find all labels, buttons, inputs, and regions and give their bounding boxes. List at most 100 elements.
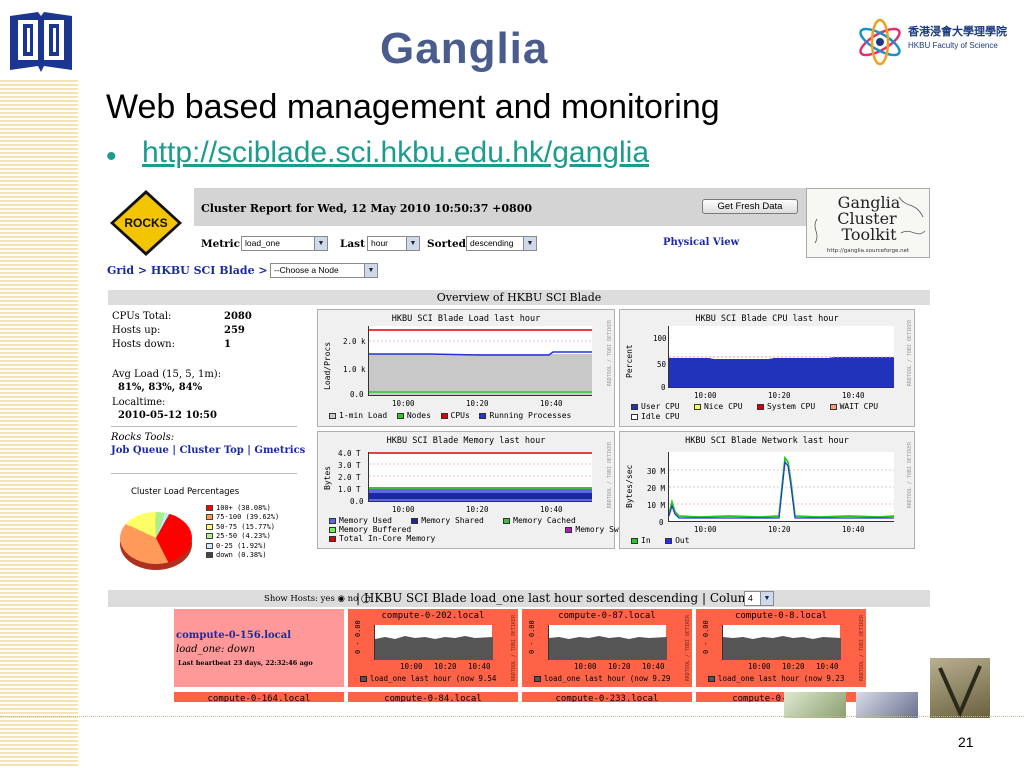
sorted-value: descending [470,238,514,248]
logo-english-text: HKBU Faculty of Science [908,41,998,50]
graph-legend: 1-min Load Nodes CPUs Running Processes [329,411,571,420]
pie-legend-item: 50-75 (15.77%) [206,523,279,532]
ganglia-url-link[interactable]: http://sciblade.sci.hkbu.edu.hk/ganglia [142,136,649,169]
legend-swatch [534,676,541,682]
atom-icon [859,18,901,66]
graph-title: HKBU SCI Blade Network last hour [685,436,849,446]
breadcrumb[interactable]: Grid > HKBU SCI Blade > [107,264,268,277]
rocks-label: ROCKS [124,216,167,230]
y-tick: 1.0 k [343,365,366,374]
y-tick: 0.0 [350,497,364,506]
legend-swatch [206,523,213,530]
graph-ylabel: Bytes [323,465,332,490]
node-graph-card[interactable]: compute-0-8.local 0 - 0.00 10:00 10:20 1… [696,609,866,687]
legend-item: Nice CPU [703,402,743,411]
x-tick: 10:20 [434,662,457,671]
legend-label: 50-75 (15.77%) [216,522,276,531]
node-plot [374,625,493,660]
rrdtool-credit: RRDTOOL / TOBI OETIKER [859,615,865,682]
hosts-up-label: Hosts up: [112,325,161,336]
y-tick: 0 [661,383,666,392]
legend-swatch [665,537,673,544]
legend-swatch [565,526,573,533]
page-number: 21 [958,734,974,750]
legend-label: 100+ (38.08%) [216,504,271,512]
graph-ylabel: Load/Procs [323,341,332,390]
load-graph[interactable]: HKBU SCI Blade Load last hour Load/Procs… [317,309,615,427]
node-down-card[interactable]: compute-0-156.local load_one: down Last … [174,609,344,687]
legend-swatch [631,413,638,420]
y-tick: 0.0 [350,390,364,399]
avg-load-value: 81%, 83%, 84% [118,382,203,393]
node-graph-card[interactable]: compute-0-87.local 0 - 0.00 10:00 10:20 … [522,609,692,687]
show-hosts-toggle[interactable]: Show Hosts: yes ◉ no ◯ [264,594,371,604]
cpus-total-value: 2080 [224,311,252,322]
node-graph-card[interactable]: compute-0-202.local 0 - 0.00 10:00 10:20… [348,609,518,687]
node-ylabel: 0 - 0.00 [702,620,710,654]
node-legend-text: load_one last hour (now 9.29 [544,674,671,683]
node-card-partial[interactable]: compute-0-233.local [522,692,692,702]
legend-swatch [329,412,336,419]
graph-legend: Memory Buffered Memory Swapped [329,525,643,534]
network-graph[interactable]: HKBU SCI Blade Network last hour Bytes/s… [619,431,915,549]
node-legend: load_one last hour (now 9.29 [534,674,670,683]
rrdtool-credit: RRDTOOL / TOBI OETIKER [511,615,517,682]
graph-title: HKBU SCI Blade CPU last hour [695,314,839,324]
x-tick: 10:20 [466,505,489,514]
legend-swatch [829,403,837,410]
cpu-graph[interactable]: HKBU SCI Blade CPU last hour Percent RRD… [619,309,915,427]
graph-legend: Memory Used Memory Shared Memory Cached [329,516,576,525]
svg-text:Ganglia: Ganglia [838,193,901,212]
load-plot [369,329,592,395]
get-fresh-data-button[interactable]: Get Fresh Data [702,199,798,214]
legend-swatch [411,517,419,524]
x-tick: 10:00 [400,662,423,671]
columns-select[interactable]: 4▼ [744,591,774,606]
legend-swatch [206,505,213,511]
y-tick: 10 M [647,501,666,510]
graph-plot-area [668,326,894,388]
x-tick: 10:00 [392,399,415,408]
legend-swatch [329,535,336,542]
last-select[interactable]: hour▼ [367,236,420,251]
hosts-up-value: 259 [224,325,245,336]
graph-plot-area [368,326,592,396]
x-tick: 10:20 [466,399,489,408]
legend-swatch [708,676,715,682]
node-heartbeat: Last heartbeat 23 days, 22:32:46 ago [178,659,313,667]
choose-node-select[interactable]: --Choose a Node▼ [270,263,378,278]
legend-item: Nodes [406,411,431,420]
graph-ylabel: Percent [625,344,634,378]
graph-legend: User CPU Nice CPU System CPU WAIT CPU [631,402,878,411]
legend-swatch [631,403,638,410]
columns-value: 4 [748,593,753,603]
sorted-select[interactable]: descending▼ [466,236,537,251]
metric-value: load_one [245,238,280,248]
x-tick: 10:00 [392,505,415,514]
rocks-tools-links[interactable]: Job Queue | Cluster Top | Gmetrics [111,445,306,456]
slide-subtitle: Web based management and monitoring [106,88,720,126]
hosts-down-value: 1 [224,339,231,350]
graph-legend: Total In-Core Memory [329,534,435,543]
overview-heading: Overview of HKBU SCI Blade [108,290,930,305]
rrdtool-credit: RRDTOOL / TOBI OETIKER [685,615,691,682]
legend-label: 25-50 (4.23%) [216,532,271,541]
legend-item: Total In-Core Memory [339,534,436,543]
node-ylabel: 0 - 0.00 [528,620,536,654]
memory-graph[interactable]: HKBU SCI Blade Memory last hour Bytes RR… [317,431,643,549]
node-card-partial[interactable]: compute-0-84.local [348,692,518,702]
show-hosts-bar: Show Hosts: yes ◉ no ◯ | HKBU SCI Blade … [108,590,930,607]
x-tick: 10:40 [816,662,839,671]
node-select-value: --Choose a Node [274,265,339,275]
node-card-partial[interactable]: compute-0-21.local [696,692,866,702]
pie-slice [156,513,171,538]
chevron-down-icon: ▼ [760,592,773,605]
memory-plot [369,452,592,501]
decorative-photo [784,692,846,718]
node-metric: load_one: down [176,644,255,655]
physical-view-link[interactable]: Physical View [663,237,740,248]
metric-select[interactable]: load_one▼ [241,236,328,251]
legend-swatch [631,537,638,544]
node-card-partial[interactable]: compute-0-164.local [174,692,344,702]
node-name[interactable]: compute-0-156.local [176,630,292,641]
